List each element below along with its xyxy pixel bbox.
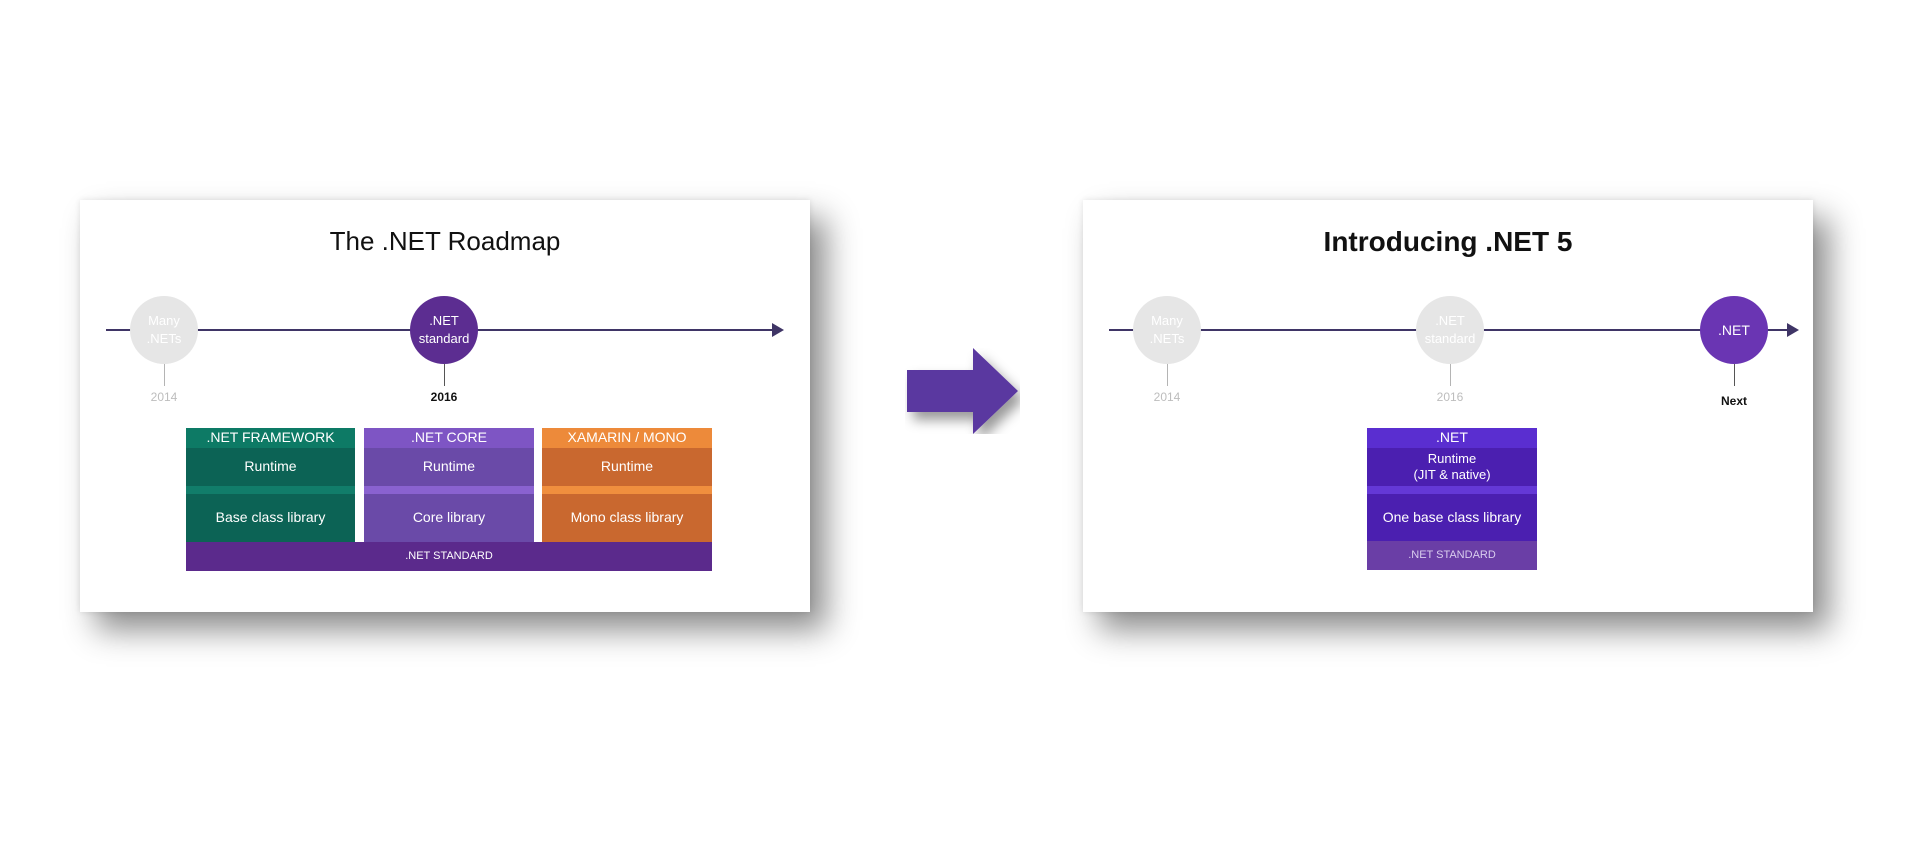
right-arrow-icon [907,348,1018,434]
timeline-tick [164,364,165,386]
timeline-node-net: .NET [1700,296,1768,364]
core-library: Core library [364,494,534,542]
core-divider [364,486,534,494]
timeline-year-2016: 2016 [1436,390,1464,404]
timeline-node-net-standard: .NET standard [410,296,478,364]
timeline-node-many-nets: Many .NETs [130,296,198,364]
net5-title: Introducing .NET 5 [1323,226,1573,257]
timeline-node-net-standard: .NET standard [1416,296,1484,364]
timeline-tick [1734,364,1735,386]
timeline-arrow-icon [772,323,784,337]
net5-runtime: Runtime (JIT & native) [1367,448,1537,486]
mono-runtime: Runtime [542,448,712,486]
framework-header: .NET FRAMEWORK [186,428,355,448]
net5-standard-bar: .NET STANDARD [1367,541,1537,570]
framework-library: Base class library [186,494,355,542]
roadmap-slide: The .NET Roadmap Many .NETs 2014 .NET st… [80,200,810,612]
timeline-year-next: Next [1720,394,1747,408]
net5-library: One base class library [1367,494,1537,541]
net5-header: .NET [1367,428,1537,448]
core-header: .NET CORE [364,428,534,448]
net5-slide: Introducing .NET 5 Many .NETs 2014 .NET … [1083,200,1813,612]
timeline-arrow-icon [1787,323,1799,337]
timeline-tick [444,364,445,386]
net-standard-bar: .NET STANDARD [186,542,712,571]
framework-divider [186,486,355,494]
timeline-year-2014: 2014 [1153,390,1181,404]
timeline-tick [1167,364,1168,386]
roadmap-title: The .NET Roadmap [329,226,561,256]
mono-divider [542,486,712,494]
timeline-year-2014: 2014 [150,390,178,404]
mono-header: XAMARIN / MONO [542,428,712,448]
net5-divider [1367,486,1537,494]
framework-runtime: Runtime [186,448,355,486]
timeline-tick [1450,364,1451,386]
mono-library: Mono class library [542,494,712,542]
core-runtime: Runtime [364,448,534,486]
timeline-node-many-nets: Many .NETs [1133,296,1201,364]
timeline-year-2016: 2016 [430,390,458,404]
